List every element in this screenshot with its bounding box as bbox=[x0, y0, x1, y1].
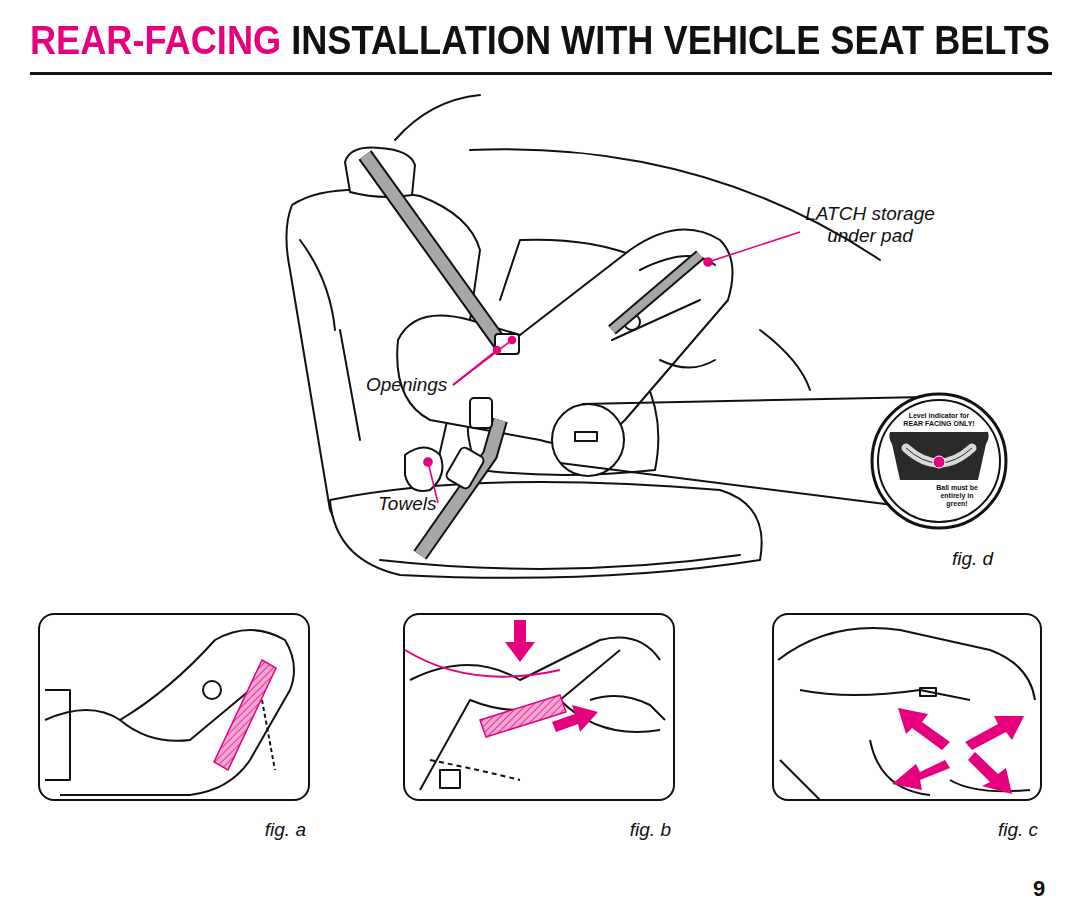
figure-panel: fig. c bbox=[772, 613, 1042, 801]
zoom-line bbox=[560, 397, 925, 505]
belt-outline bbox=[405, 650, 560, 677]
belt-strap bbox=[480, 695, 566, 737]
buckle bbox=[445, 334, 519, 490]
fig-b-illustration bbox=[410, 638, 665, 791]
part-label: Towels bbox=[378, 493, 436, 515]
fig-c-illustration bbox=[778, 628, 1035, 800]
arrow bbox=[892, 708, 1024, 794]
figure-panel: fig. b bbox=[403, 613, 675, 801]
title-rule bbox=[30, 72, 1052, 75]
indicator-heading: Level indicator for REAR FACING ONLY! bbox=[900, 412, 978, 428]
fig-a-illustration bbox=[45, 630, 294, 795]
figure-caption: fig. a bbox=[265, 819, 306, 841]
arrow bbox=[505, 620, 598, 732]
page-title: REAR-FACING INSTALLATION WITH VEHICLE SE… bbox=[30, 16, 1050, 64]
part-label: Openings bbox=[366, 374, 447, 396]
page-number: 9 bbox=[1033, 878, 1045, 900]
vehicle-belt bbox=[365, 155, 700, 555]
part-label: LATCH storage under pad bbox=[800, 203, 940, 247]
level-indicator-inset: Level indicator for REAR FACING ONLY! Bal… bbox=[870, 392, 1008, 530]
figure-caption: fig. c bbox=[998, 819, 1038, 841]
leader-line bbox=[424, 232, 800, 503]
figure-caption: fig. b bbox=[630, 819, 671, 841]
main-scene bbox=[286, 95, 880, 578]
indicator-note: Ball must be entirely in green! bbox=[932, 484, 982, 508]
figure-caption: fig. d bbox=[952, 548, 993, 570]
figure-panel: fig. a bbox=[38, 613, 310, 801]
latch-strap bbox=[214, 660, 276, 770]
